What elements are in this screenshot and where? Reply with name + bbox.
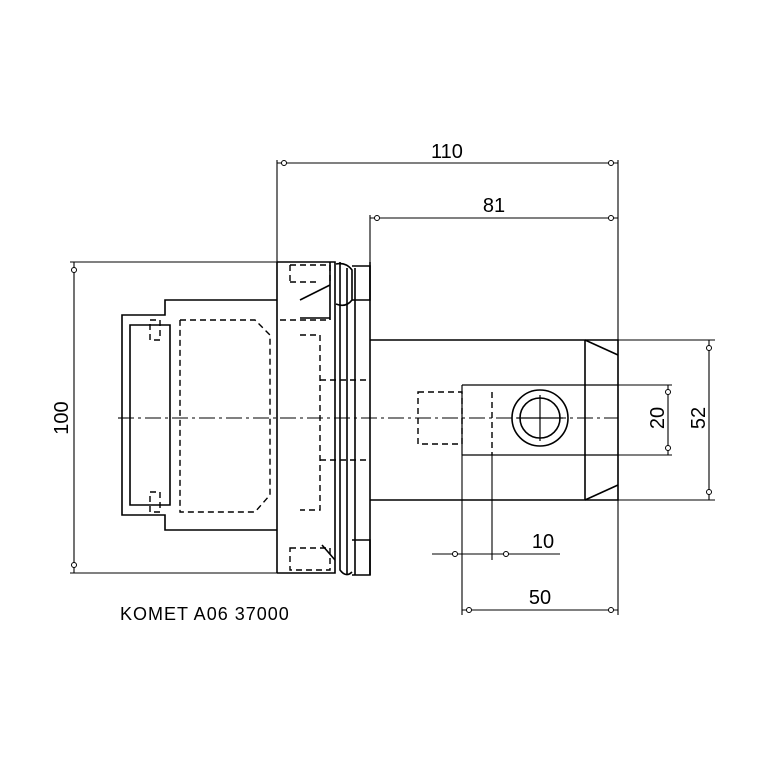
dimension-shank-length: 81 — [369, 195, 618, 262]
dim-label-50: 50 — [529, 587, 551, 609]
dimension-bore-diameter: 52 — [618, 339, 715, 501]
dim-label-20: 20 — [647, 407, 669, 429]
clamp-screw — [417, 389, 569, 455]
taper-shank — [121, 299, 277, 531]
dimension-body-diameter: 100 — [51, 261, 277, 574]
dimension-screw-offset: 10 — [432, 455, 560, 615]
dim-label-10: 10 — [532, 531, 554, 553]
tool-holder-body — [276, 261, 371, 576]
dimension-overall-length: 110 — [276, 141, 619, 340]
flange-hidden-lines — [280, 264, 370, 571]
dim-label-81: 81 — [483, 195, 505, 217]
dimension-screw-distance: 50 — [462, 500, 619, 615]
dim-label-110: 110 — [431, 141, 463, 163]
drawing-caption: KOMET A06 37000 — [120, 604, 290, 624]
dimension-screw-diameter: 20 — [618, 384, 672, 456]
dim-label-52: 52 — [688, 407, 710, 429]
dim-label-100: 100 — [51, 401, 73, 434]
bore-section — [370, 339, 619, 501]
